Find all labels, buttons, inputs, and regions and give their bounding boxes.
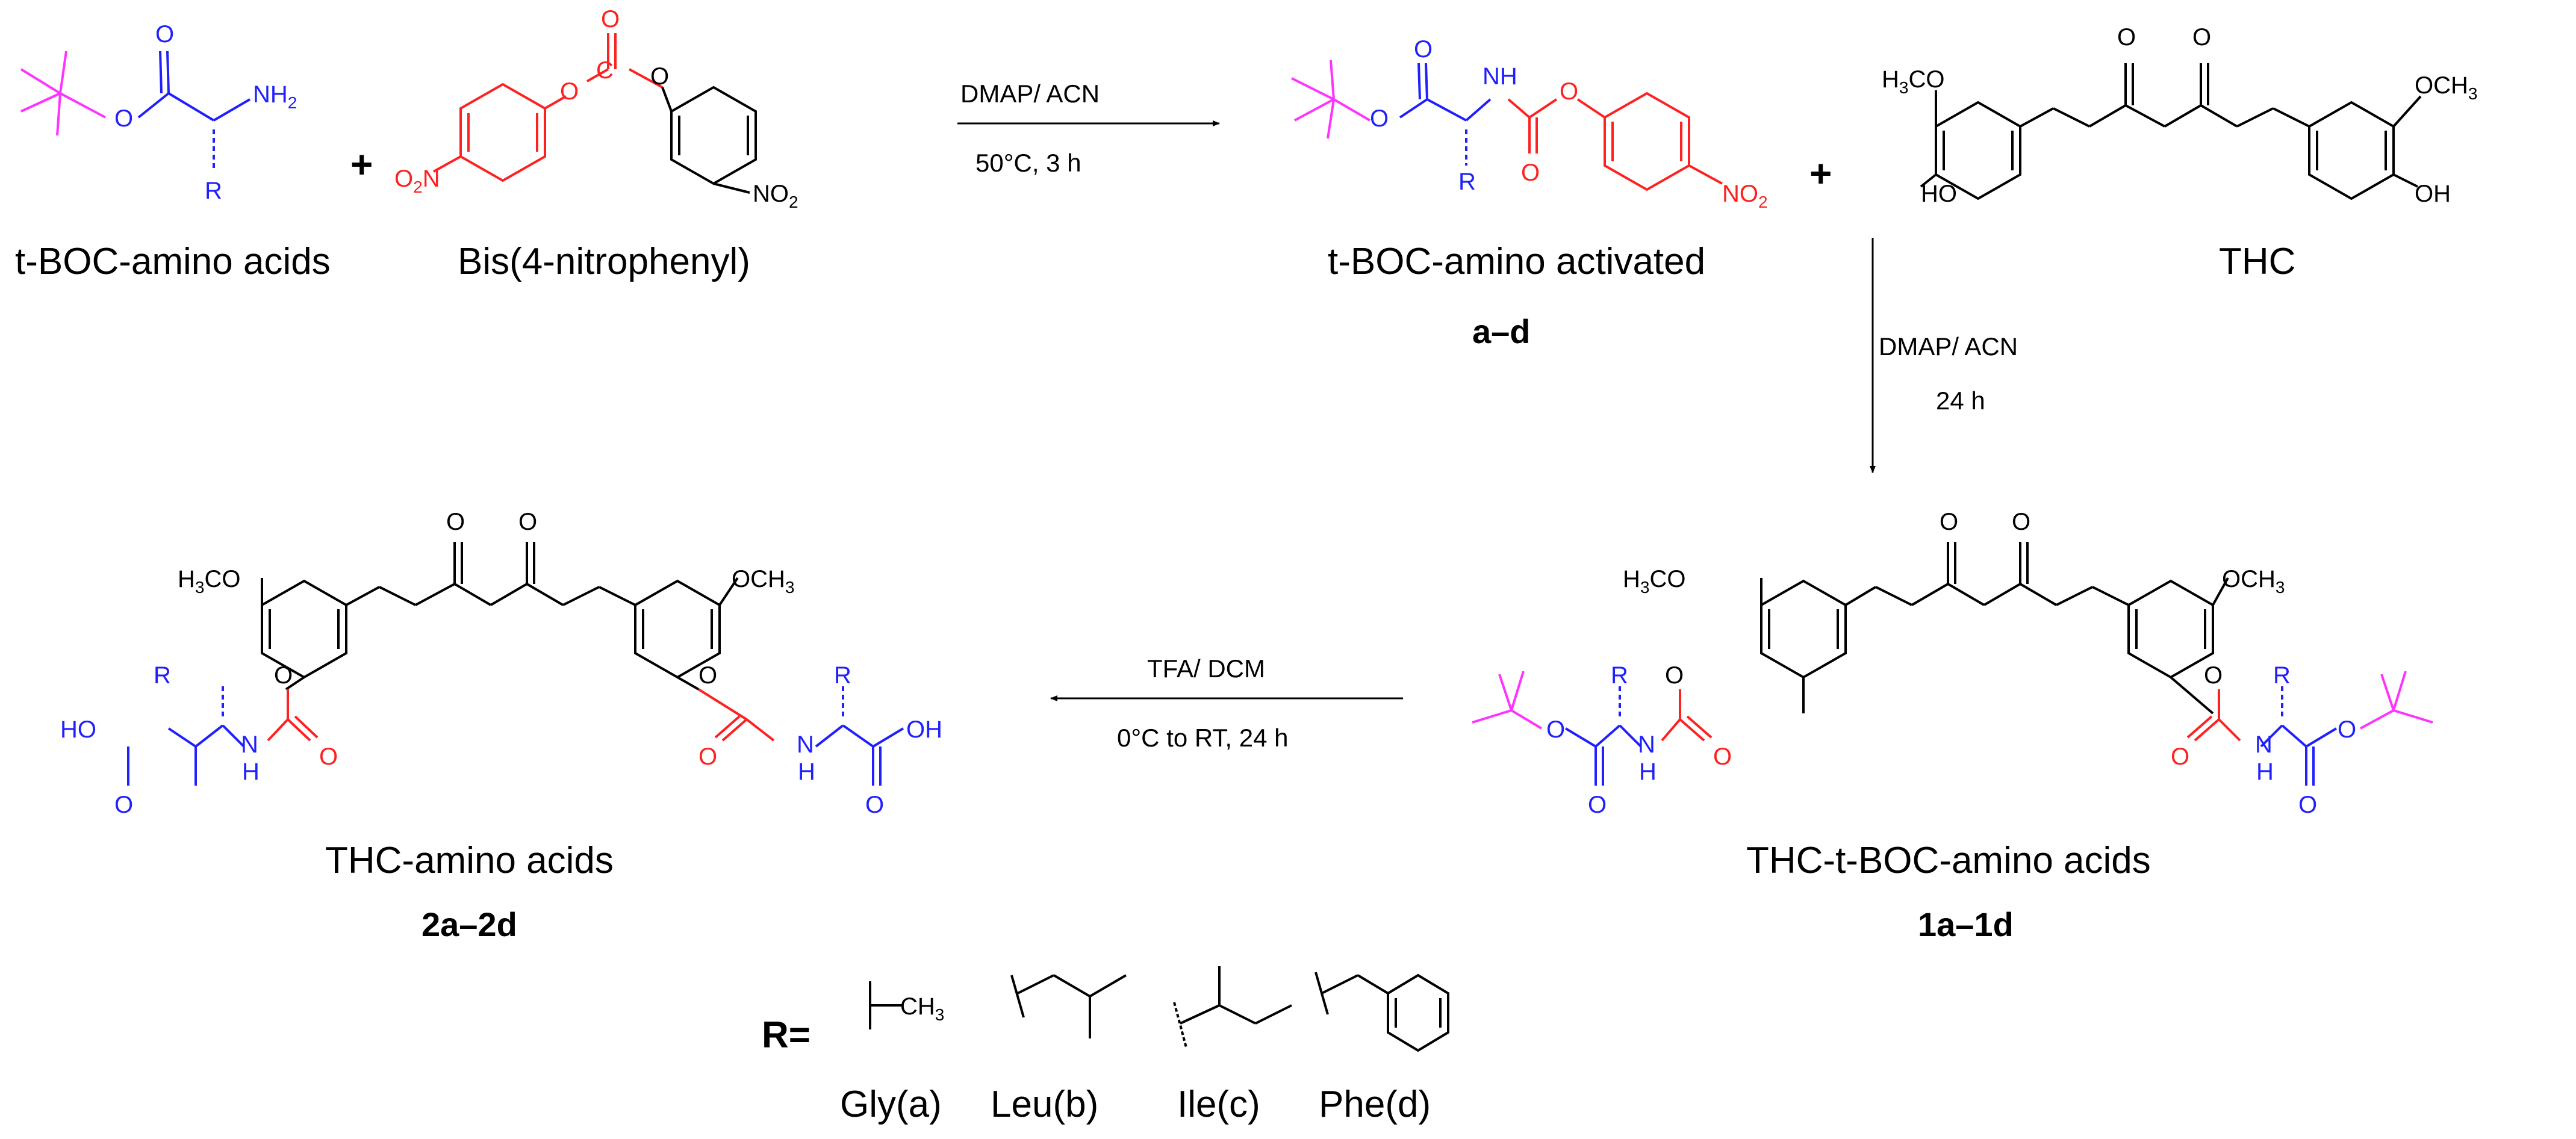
och3-group: OCH3 bbox=[2415, 72, 2477, 103]
atom-o: O bbox=[601, 6, 620, 33]
thc-amino-structure: O O H3CO OCH3 O O O N H R O HO bbox=[60, 509, 942, 818]
activated-code: a–d bbox=[1472, 312, 1531, 350]
atom-h: H bbox=[1639, 759, 1657, 785]
tboc-amino-acids-label: t-BOC-amino acids bbox=[15, 241, 331, 282]
atom-o: O bbox=[155, 21, 174, 48]
oh-group: OH bbox=[2415, 181, 2451, 207]
ho-group: HO bbox=[60, 716, 96, 743]
thc-label: THC bbox=[2219, 241, 2295, 282]
r-group-label: Ile(c) bbox=[1177, 1084, 1260, 1125]
atom-o: O bbox=[698, 662, 717, 689]
och3-group: OCH3 bbox=[2222, 566, 2285, 597]
thc-tboc-structure: O O H3CO OCH3 O O O N H R bbox=[1472, 509, 2433, 818]
atom-o: O bbox=[865, 792, 884, 818]
r-group-phe: Phe(d) bbox=[1314, 972, 1449, 1125]
atom-r: R bbox=[205, 178, 222, 204]
atom-o: O bbox=[1414, 36, 1433, 63]
atom-r: R bbox=[2273, 662, 2291, 689]
step2-time: 24 h bbox=[1936, 386, 1985, 415]
atom-h: H bbox=[2256, 759, 2274, 785]
atom-h: H bbox=[242, 759, 260, 785]
atom-o: O bbox=[650, 63, 669, 90]
atom-o: O bbox=[560, 78, 579, 105]
atom-o: O bbox=[2192, 24, 2211, 51]
ho-group: HO bbox=[1921, 181, 1957, 207]
step3-temp: 0°C to RT, 24 h bbox=[1117, 724, 1289, 752]
atom-o: O bbox=[1521, 160, 1540, 186]
atom-n: N bbox=[241, 731, 258, 758]
step3-reagent: TFA/ DCM bbox=[1147, 654, 1265, 683]
no2-group: NO2 bbox=[753, 181, 798, 211]
r-group-ile: Ile(c) bbox=[1173, 966, 1292, 1125]
bis-nitrophenyl-structure: O C O O O2N NO2 bbox=[394, 6, 798, 211]
nh-group: NH bbox=[1482, 63, 1517, 90]
atom-o: O bbox=[2338, 716, 2356, 743]
no2-group: NO2 bbox=[1722, 181, 1768, 211]
o2n-group: O2N bbox=[394, 166, 440, 196]
atom-o: O bbox=[1546, 716, 1565, 743]
r-group-label: Leu(b) bbox=[991, 1084, 1098, 1125]
atom-o: O bbox=[2012, 509, 2030, 535]
atom-o: O bbox=[1713, 743, 1732, 770]
nh2-group: NH2 bbox=[253, 81, 297, 112]
atom-o: O bbox=[2204, 662, 2223, 689]
atom-o: O bbox=[114, 105, 133, 132]
r-group-label: Gly(a) bbox=[840, 1084, 942, 1125]
atom-o: O bbox=[1370, 105, 1389, 132]
atom-r: R bbox=[154, 662, 171, 689]
atom-o: O bbox=[1940, 509, 1958, 535]
plus-sign: + bbox=[1809, 152, 1832, 195]
atom-r: R bbox=[1611, 662, 1628, 689]
atom-n: N bbox=[2255, 731, 2273, 758]
thc-tboc-code: 1a–1d bbox=[1918, 905, 2014, 943]
bis-nitrophenyl-label: Bis(4-nitrophenyl) bbox=[458, 241, 750, 282]
atom-o: O bbox=[698, 743, 717, 770]
atom-o: O bbox=[114, 792, 133, 818]
atom-o: O bbox=[446, 509, 465, 535]
atom-o: O bbox=[518, 509, 537, 535]
atom-r: R bbox=[1458, 169, 1476, 195]
step1-reagent: DMAP/ ACN bbox=[960, 79, 1100, 108]
atom-o: O bbox=[319, 743, 338, 770]
plus-sign: + bbox=[350, 143, 373, 186]
thc-amino-label: THC-amino acids bbox=[325, 840, 614, 881]
atom-h: H bbox=[798, 759, 815, 785]
atom-o: O bbox=[1560, 78, 1578, 105]
ch3-group: OCHCH3 bbox=[900, 993, 944, 1024]
atom-o: O bbox=[2117, 24, 2136, 51]
h3co-group: H3CO bbox=[1623, 566, 1685, 597]
atom-n: N bbox=[797, 731, 814, 758]
thc-amino-code: 2a–2d bbox=[422, 905, 517, 943]
oh-group: OH bbox=[906, 716, 942, 743]
atom-o: O bbox=[274, 662, 293, 689]
thc-structure: O O H3CO HO OCH3 OH bbox=[1882, 24, 2477, 207]
step1-temp: 50°C, 3 h bbox=[975, 149, 1081, 177]
atom-r: R bbox=[834, 662, 851, 689]
r-group-title: R= bbox=[762, 1014, 810, 1056]
tboc-activated-structure: O O NH R O O NO2 bbox=[1291, 36, 1768, 211]
atom-o: O bbox=[2171, 743, 2189, 770]
tboc-activated-label: t-BOC-amino activated bbox=[1328, 241, 1705, 282]
h3co-group: H3CO bbox=[178, 566, 240, 597]
atom-o: O bbox=[2298, 792, 2317, 818]
h3co-group: H3CO bbox=[1882, 66, 1944, 97]
och3-group: OCH3 bbox=[732, 566, 794, 597]
r-group-label: Phe(d) bbox=[1319, 1084, 1431, 1125]
r-group-gly: OCHCH3 Gly(a) bbox=[840, 981, 944, 1125]
atom-n: N bbox=[1638, 731, 1655, 758]
r-group-leu: Leu(b) bbox=[991, 974, 1127, 1125]
thc-tboc-label: THC-t-BOC-amino acids bbox=[1746, 840, 2151, 881]
atom-c: C bbox=[596, 57, 614, 84]
tboc-amino-acid-structure: O O NH2 R bbox=[20, 21, 297, 204]
atom-o: O bbox=[1665, 662, 1684, 689]
atom-o: O bbox=[1588, 792, 1607, 818]
step2-reagent: DMAP/ ACN bbox=[1879, 332, 2018, 361]
